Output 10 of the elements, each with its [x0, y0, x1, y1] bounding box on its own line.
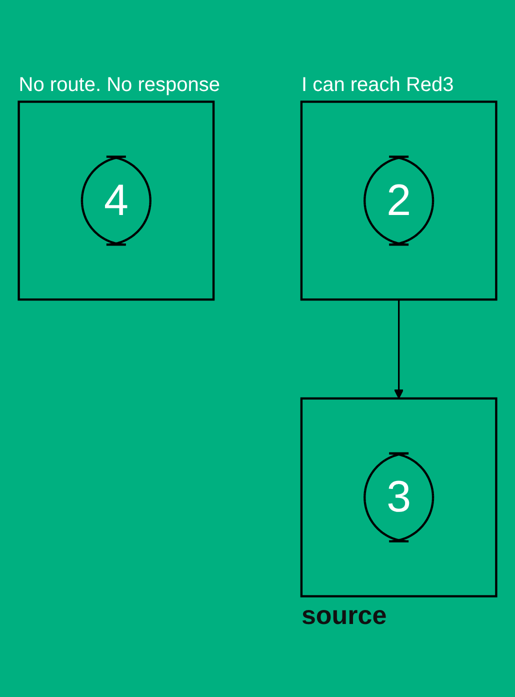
node-text: 3 [386, 472, 412, 522]
cluster [300, 100, 498, 300]
arrow [394, 299, 404, 398]
cluster [18, 100, 215, 300]
node-text: 4 [104, 176, 128, 224]
node-caption: source [301, 600, 387, 631]
node-text: 2 [386, 176, 412, 224]
node-note: I can reach Red3 [301, 74, 454, 98]
cluster [300, 396, 498, 597]
node-note: No route. No response [18, 74, 220, 98]
